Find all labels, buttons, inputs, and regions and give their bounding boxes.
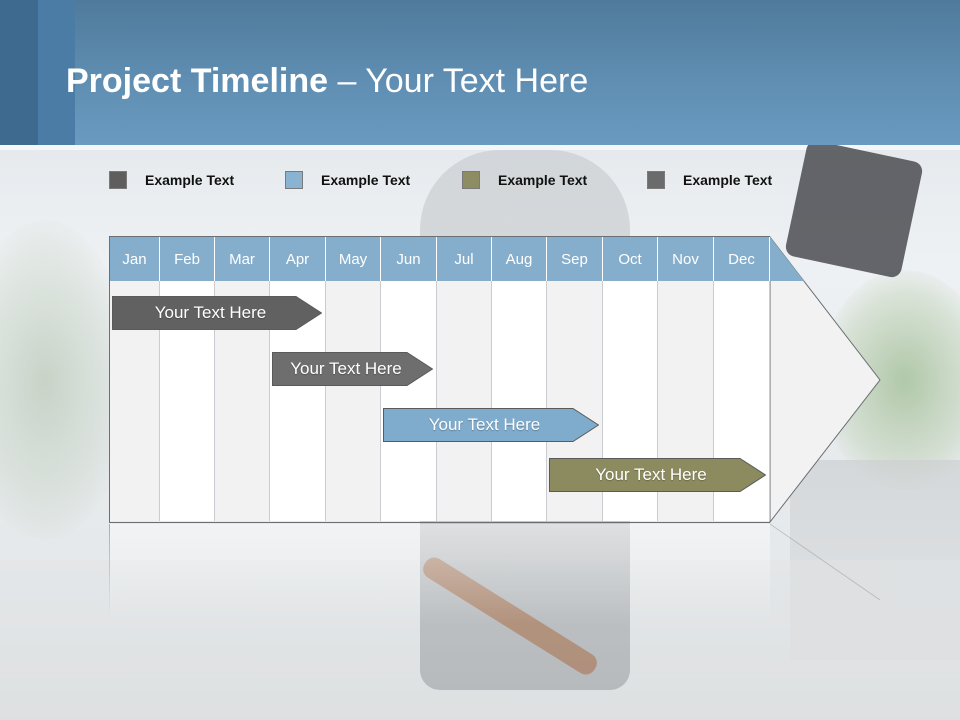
task-arrow-polygon	[383, 408, 599, 442]
task-arrow-shape	[112, 296, 322, 330]
month-column	[492, 281, 547, 521]
timeline-frame-top	[109, 236, 770, 237]
timeline-reflection	[109, 524, 770, 624]
task-arrow-polygon	[112, 296, 322, 330]
month-header: Aug	[492, 237, 547, 281]
header-banner: Project Timeline – Your Text Here	[0, 0, 960, 145]
task-label: Your Text Here	[154, 303, 267, 322]
month-header: Feb	[160, 237, 215, 281]
legend-swatch	[109, 171, 127, 189]
background-tree	[0, 220, 130, 540]
month-header: Jul	[437, 237, 492, 281]
page-title-bold: Project Timeline	[66, 62, 329, 100]
header-stripe	[38, 0, 75, 145]
legend-swatch	[285, 171, 303, 189]
task-label: Your Text Here	[290, 359, 402, 378]
legend-item: Example Text	[462, 170, 587, 190]
month-header: Dec	[714, 237, 770, 281]
month-column	[437, 281, 492, 521]
task-bar[interactable]: Your Text Here	[272, 352, 433, 386]
task-bar[interactable]: Your Text Here	[383, 408, 599, 442]
month-header: Oct	[603, 237, 658, 281]
header-stripe	[0, 0, 38, 145]
month-column	[326, 281, 381, 521]
task-arrow-polygon	[272, 352, 433, 386]
task-arrow-polygon	[549, 458, 766, 492]
page-title: Project Timeline – Your Text Here	[66, 58, 588, 104]
month-header: Jan	[110, 237, 160, 281]
timeline-frame-left	[109, 237, 110, 523]
task-arrow-shape	[549, 458, 766, 492]
task-bar[interactable]: Your Text Here	[112, 296, 322, 330]
month-header: Sep	[547, 237, 603, 281]
legend-item: Example Text	[285, 170, 410, 190]
task-arrow-shape	[383, 408, 599, 442]
task-arrow-shape	[272, 352, 433, 386]
page-title-rest: – Your Text Here	[328, 62, 589, 100]
legend-swatch	[462, 171, 480, 189]
timeline-reflection-line	[109, 524, 110, 619]
timeline-frame-bottom	[109, 522, 770, 523]
timeline-arrow-head-cap	[770, 237, 804, 281]
month-column	[381, 281, 437, 521]
legend-label: Example Text	[321, 172, 411, 188]
month-header: Jun	[381, 237, 437, 281]
month-header: Mar	[215, 237, 270, 281]
month-header: Apr	[270, 237, 326, 281]
timeline-arrow-reflection	[769, 523, 881, 601]
month-header: May	[326, 237, 381, 281]
legend-label: Example Text	[145, 172, 235, 188]
legend-swatch	[647, 171, 665, 189]
timeline-arrow-head	[769, 235, 881, 524]
legend-label: Example Text	[683, 172, 773, 188]
task-bar[interactable]: Your Text Here	[549, 458, 766, 492]
legend-item: Example Text	[647, 170, 772, 190]
legend-item: Example Text	[109, 170, 234, 190]
task-label: Your Text Here	[428, 415, 541, 434]
legend-label: Example Text	[498, 172, 588, 188]
task-label: Your Text Here	[595, 465, 707, 484]
month-header: Nov	[658, 237, 714, 281]
